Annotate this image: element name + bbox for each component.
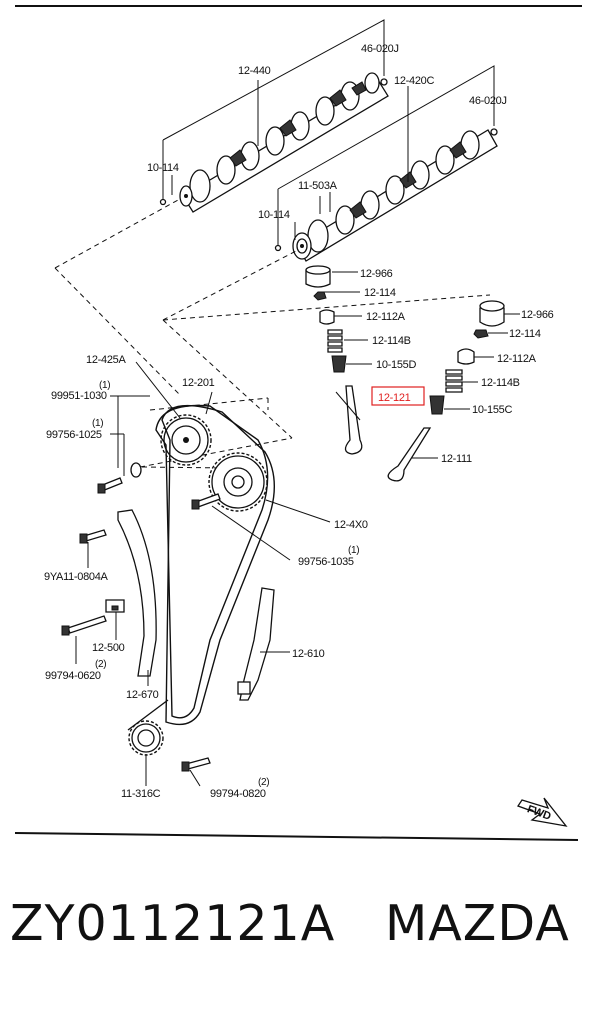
label-9YA11-0804A: 9YA11-0804A	[44, 571, 109, 583]
label-12-111: 12-111	[441, 453, 472, 465]
label-99756-1025: 99756-1025	[46, 429, 102, 441]
variable-valve-timing-actuator	[208, 452, 268, 512]
chain-tensioner-12-500	[105, 599, 125, 613]
highlight-box-12-121	[371, 386, 425, 406]
timing-chain-exploded-diagram: 46-020J 12-440 12-420C 46-020J 10-114 11…	[14, 5, 582, 841]
label-46-020J-lower: 46-020J	[469, 95, 507, 107]
label-10-155D: 10-155D	[376, 359, 416, 371]
part-caption: ZY0112121A MAZDA	[10, 895, 600, 952]
label-99794-0820: 99794-0820	[210, 788, 266, 800]
label-12-112A-left: 12-112A	[366, 311, 406, 323]
qty-99794-0620: (2)	[95, 659, 106, 670]
camshaft-12-440	[179, 72, 389, 213]
timing-chain	[127, 404, 276, 731]
valve-train-intake	[387, 300, 520, 482]
label-46-020J-upper: 46-020J	[361, 43, 399, 55]
chain-guide-12-670	[117, 509, 157, 677]
bottom-rule	[14, 832, 579, 841]
label-99756-1035: 99756-1035	[298, 556, 354, 568]
exhaust-sprocket	[160, 414, 212, 466]
qty-99951-1030: (1)	[99, 380, 110, 391]
label-12-966-right: 12-966	[521, 309, 554, 321]
brand-name: MAZDA	[384, 895, 570, 952]
leader-lines	[75, 361, 331, 787]
camshaft-12-420C	[292, 129, 498, 262]
label-12-500: 12-500	[92, 642, 125, 654]
label-12-114B-left: 12-114B	[372, 335, 411, 347]
bolts	[61, 462, 221, 772]
label-11-503A: 11-503A	[298, 180, 338, 192]
valve-train-exhaust	[305, 265, 372, 455]
label-99951-1030: 99951-1030	[51, 390, 107, 402]
label-10-155C: 10-155C	[472, 404, 512, 416]
qty-99756-1025: (1)	[92, 418, 103, 429]
label-11-316C: 11-316C	[121, 788, 161, 800]
label-12-114-right: 12-114	[509, 328, 541, 340]
label-12-114B-right: 12-114B	[481, 377, 520, 389]
label-12-440: 12-440	[238, 65, 271, 77]
label-12-4X0: 12-4X0	[334, 519, 368, 531]
label-99794-0620: 99794-0620	[45, 670, 101, 682]
label-12-670: 12-670	[126, 689, 159, 701]
camshaft-brackets	[159, 19, 498, 252]
chain-tensioner-arm-12-610	[237, 587, 275, 701]
label-12-420C: 12-420C	[394, 75, 434, 87]
label-12-114-left: 12-114	[364, 287, 396, 299]
label-10-114-upper: 10-114	[147, 162, 179, 174]
label-12-112A-right: 12-112A	[497, 353, 537, 365]
part-number: ZY0112121A	[10, 895, 336, 952]
label-12-201: 12-201	[182, 377, 215, 389]
label-12-425A: 12-425A	[86, 354, 126, 366]
qty-99756-1035: (1)	[348, 545, 359, 556]
label-10-114-lower: 10-114	[258, 209, 290, 221]
qty-99794-0820: (2)	[258, 777, 269, 788]
fwd-arrow-icon	[517, 797, 568, 827]
label-12-966-left: 12-966	[360, 268, 393, 280]
label-12-121-highlighted: 12-121	[378, 392, 411, 404]
label-12-610: 12-610	[292, 648, 325, 660]
part-labels: 46-020J 12-440 12-420C 46-020J 10-114 11…	[44, 43, 554, 823]
